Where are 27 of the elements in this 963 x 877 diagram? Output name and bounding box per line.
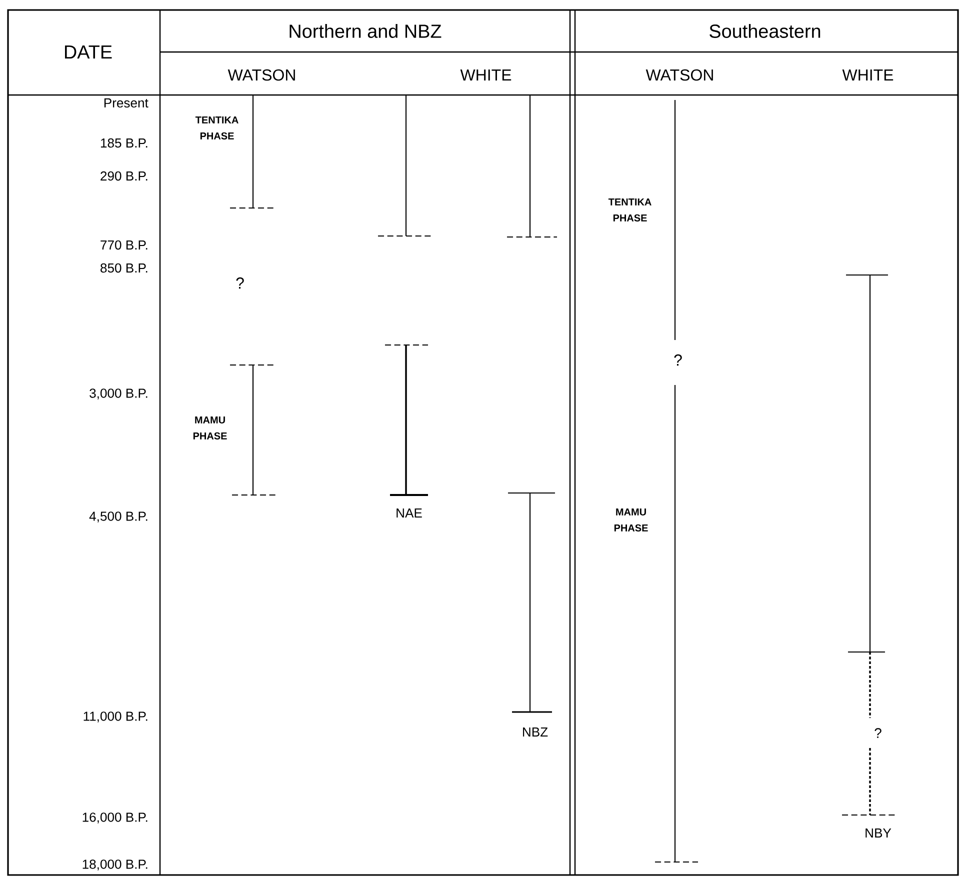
- phase-label: TENTIKA PHASE: [608, 198, 652, 222]
- site-label: NBZ: [523, 728, 548, 736]
- column-header: WHITE: [842, 70, 894, 80]
- column-header: WHITE: [460, 70, 512, 80]
- date-label: 290 B.P.: [100, 171, 148, 181]
- column-header: Southeastern: [710, 24, 820, 38]
- phase-label: MAMU PHASE: [614, 508, 648, 532]
- date-label: 11,000 B.P.: [84, 712, 148, 722]
- date-label: 16,000 B.P.: [82, 812, 148, 824]
- column-header: WATSON: [646, 69, 713, 81]
- question-mark: ?: [874, 728, 882, 738]
- date-label: 850 B.P.: [100, 263, 148, 273]
- date-label: Present: [104, 98, 148, 108]
- date-label: 4,500 B.P.: [89, 512, 148, 522]
- column-header: WATSON: [228, 69, 295, 81]
- column-header: Northern and NBZ: [290, 24, 442, 38]
- phase-label: MAMU PHASE: [193, 416, 227, 440]
- question-mark: ?: [236, 277, 244, 289]
- site-label: NBY: [866, 828, 892, 838]
- date-label: 185 B.P.: [100, 138, 148, 148]
- date-label: 3,000 B.P.: [90, 388, 148, 400]
- site-label: NAE: [396, 508, 422, 518]
- phase-label: TENTIKA PHASE: [195, 116, 238, 140]
- question-mark: ?: [674, 354, 682, 366]
- date-label: 18,000 B.P.: [82, 860, 148, 870]
- column-header: DATE: [65, 45, 112, 58]
- date-label: 770 B.P.: [100, 240, 148, 250]
